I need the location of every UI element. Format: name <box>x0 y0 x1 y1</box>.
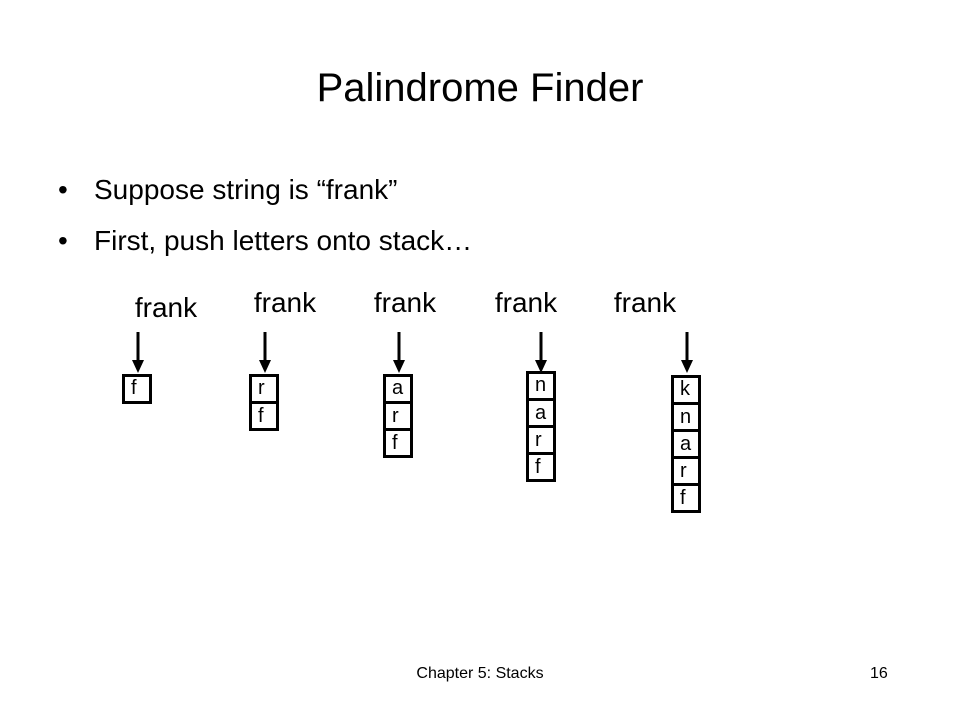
stack-step-2: r f <box>249 374 279 431</box>
footer-chapter: Chapter 5: Stacks <box>416 665 544 682</box>
stack-cell: n <box>526 371 556 401</box>
page-number: 16 <box>870 665 888 682</box>
stack-cell: f <box>526 455 556 482</box>
stack-cell: r <box>249 374 279 404</box>
word-label-step-3: frank <box>373 287 437 318</box>
stack-cell: r <box>526 428 556 455</box>
down-arrow-icon <box>393 332 405 373</box>
stack-cell: n <box>671 405 701 432</box>
stack-cell: r <box>671 459 701 486</box>
stack-cell: k <box>671 375 701 405</box>
bullet-item: • First, push letters onto stack… <box>58 223 472 259</box>
stack-step-5: k n a r f <box>671 375 701 513</box>
stack-cell: a <box>671 432 701 459</box>
down-arrow-icon <box>681 332 693 373</box>
word-label-step-4: frank <box>494 287 558 318</box>
word-label-step-5: frank <box>613 287 677 318</box>
slide-title: Palindrome Finder <box>316 66 644 110</box>
stack-cell: f <box>671 486 701 513</box>
stack-cell: r <box>383 404 413 431</box>
word-label-step-1: frank <box>134 292 198 323</box>
stack-cell: f <box>383 431 413 458</box>
stack-cell: f <box>122 374 152 404</box>
word-label-step-2: frank <box>253 287 317 318</box>
stack-cell: a <box>526 401 556 428</box>
bullet-text: First, push letters onto stack… <box>94 225 473 256</box>
stack-step-3: a r f <box>383 374 413 458</box>
stack-step-4: n a r f <box>526 371 556 482</box>
stack-step-1: f <box>122 374 152 404</box>
bullet-item: • Suppose string is “frank” <box>58 172 472 208</box>
bullet-list: • Suppose string is “frank” • First, pus… <box>58 172 472 274</box>
down-arrow-icon <box>132 332 144 373</box>
bullet-dot: • <box>58 174 68 205</box>
down-arrow-icon <box>535 332 547 373</box>
stack-cell: a <box>383 374 413 404</box>
bullet-text: Suppose string is “frank” <box>94 174 398 205</box>
bullet-dot: • <box>58 225 68 256</box>
stack-cell: f <box>249 404 279 431</box>
down-arrow-icon <box>259 332 271 373</box>
